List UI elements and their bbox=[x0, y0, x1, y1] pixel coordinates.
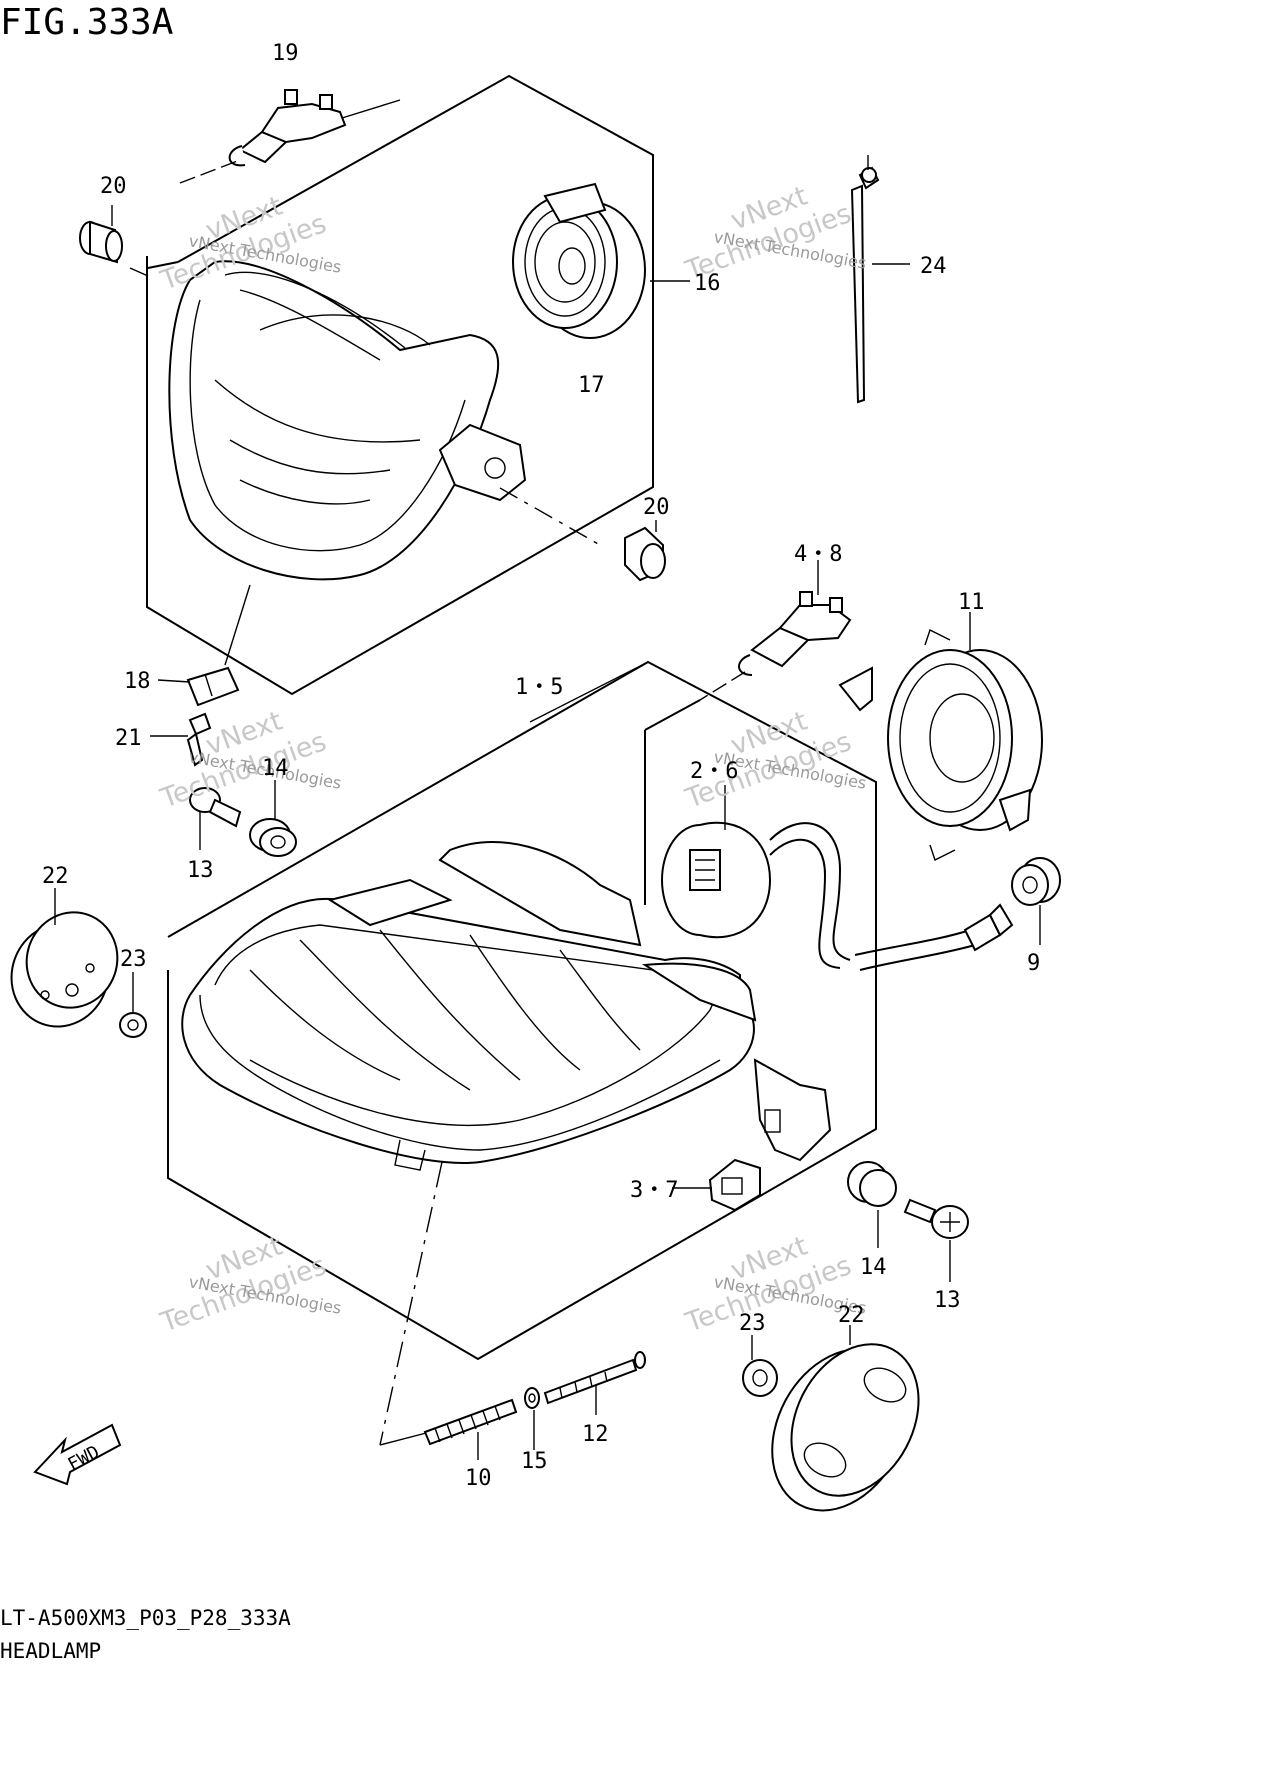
callout-23-left: 23 bbox=[120, 947, 147, 972]
grommet-20-lower bbox=[624, 520, 666, 582]
bolt-12 bbox=[543, 1351, 646, 1415]
watermark-5: vNext Technologies vNext Technologies bbox=[156, 1230, 343, 1338]
callout-9: 9 bbox=[1027, 951, 1040, 976]
callout-20-lower: 20 bbox=[643, 495, 670, 520]
callout-21: 21 bbox=[115, 726, 142, 751]
callout-labels: 19 20 16 17 24 20 4・8 11 18 1・5 21 14 2・… bbox=[42, 41, 1040, 1491]
screw-21 bbox=[150, 712, 212, 767]
callout-14-upper: 14 bbox=[262, 756, 289, 781]
reflector-22-lower bbox=[771, 1325, 920, 1512]
tie-band-24 bbox=[850, 155, 910, 404]
callout-13-lower: 13 bbox=[934, 1288, 961, 1313]
callout-24: 24 bbox=[920, 254, 947, 279]
callout-1-5: 1・5 bbox=[515, 675, 564, 700]
cushion-14-upper bbox=[249, 780, 297, 857]
callout-23-lower: 23 bbox=[739, 1311, 766, 1336]
callout-22-lower: 22 bbox=[838, 1303, 865, 1328]
callout-13-upper: 13 bbox=[187, 858, 214, 883]
callout-15: 15 bbox=[521, 1449, 548, 1474]
callout-17: 17 bbox=[578, 373, 605, 398]
fwd-arrow: FWD bbox=[33, 1423, 122, 1486]
bulb-19 bbox=[179, 89, 401, 184]
watermark-3: vNext Technologies vNext Technologies bbox=[156, 705, 343, 814]
bulb-4-8 bbox=[699, 560, 852, 701]
spring-10 bbox=[423, 1398, 518, 1460]
callout-4-8: 4・8 bbox=[794, 542, 843, 567]
callout-18: 18 bbox=[124, 669, 151, 694]
upper-assembly-box bbox=[146, 74, 654, 696]
figure-title: FIG.333A bbox=[0, 2, 174, 43]
callout-14-lower: 14 bbox=[860, 1255, 887, 1280]
callout-2-6: 2・6 bbox=[690, 759, 739, 784]
lower-headlamp-housing bbox=[181, 841, 832, 1446]
upper-headlamp-housing bbox=[168, 260, 601, 581]
callout-10: 10 bbox=[465, 1466, 492, 1491]
socket-cord-2-6 bbox=[661, 785, 1014, 971]
footer-name: HEADLAMP bbox=[0, 1639, 101, 1663]
nut-23-left bbox=[119, 972, 147, 1038]
callout-12: 12 bbox=[582, 1422, 609, 1447]
callout-3-7: 3・7 bbox=[630, 1178, 679, 1203]
callout-19: 19 bbox=[272, 41, 299, 66]
screw-13-lower bbox=[903, 1198, 969, 1282]
grommet-9 bbox=[1011, 857, 1061, 945]
footer-code: LT-A500XM3_P03_P28_333A bbox=[0, 1606, 291, 1630]
washer-15 bbox=[524, 1387, 540, 1450]
nut-23-lower bbox=[742, 1335, 778, 1397]
callout-20-upper: 20 bbox=[100, 174, 127, 199]
cushion-14-lower bbox=[847, 1161, 897, 1248]
socket-cover-16 bbox=[512, 182, 690, 339]
socket-cover-11 bbox=[838, 612, 1043, 861]
bracket-3-7 bbox=[672, 1158, 761, 1212]
callout-22-left: 22 bbox=[42, 864, 69, 889]
callout-16: 16 bbox=[694, 271, 721, 296]
clip-18 bbox=[157, 584, 251, 707]
reflector-22-left bbox=[10, 888, 119, 1028]
grommet-20-upper bbox=[79, 205, 149, 277]
callout-11: 11 bbox=[958, 590, 985, 615]
screw-13-upper bbox=[189, 787, 242, 850]
lower-assembly-box bbox=[167, 660, 877, 1361]
